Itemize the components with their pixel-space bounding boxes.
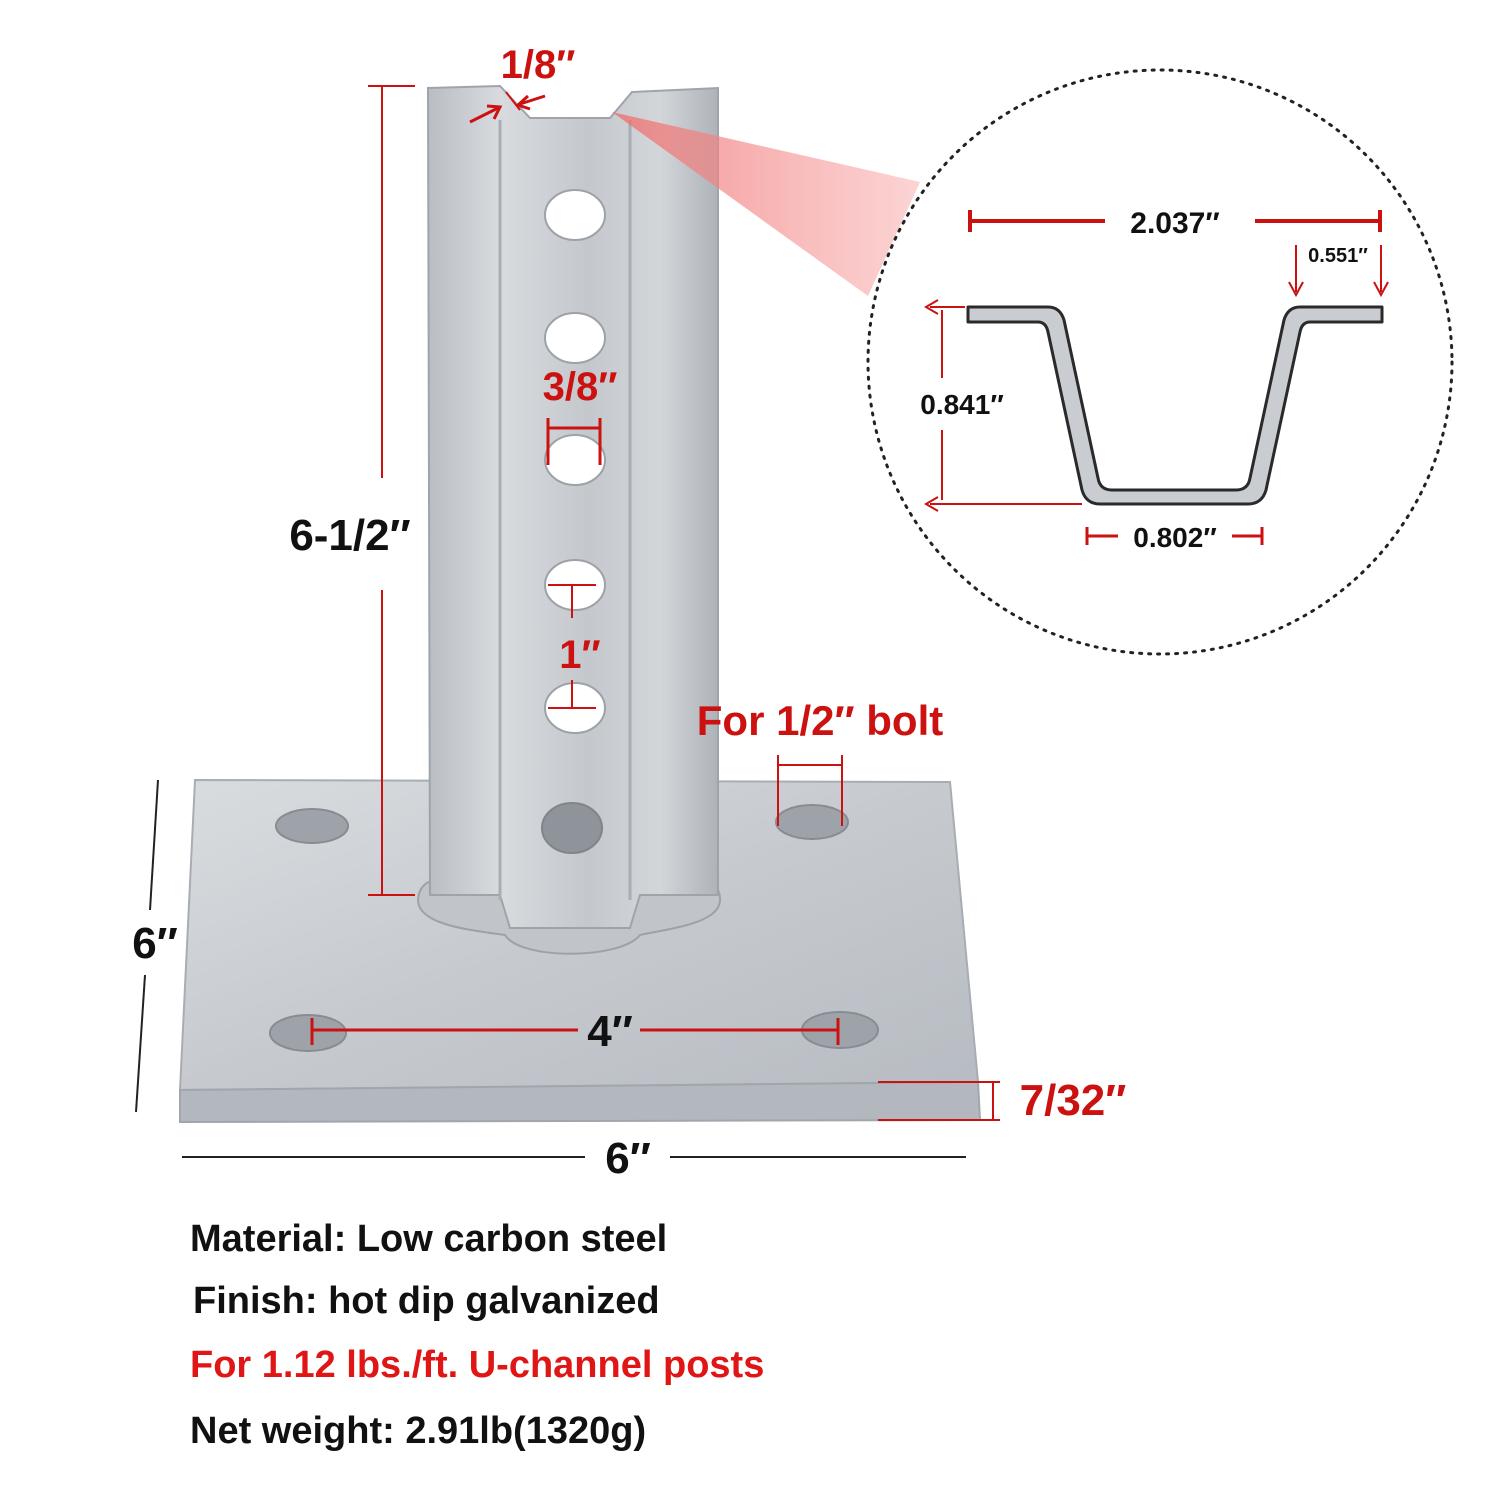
u-channel-profile	[966, 305, 1384, 506]
spec-net-weight: Net weight: 2.91lb(1320g)	[190, 1410, 647, 1452]
profile-flange-dimension: 0.551″	[1288, 245, 1389, 298]
plate-bolt-hole	[275, 808, 349, 844]
plate-width-label: 6″	[605, 1134, 651, 1183]
hole-spacing-dimension: 1″	[548, 584, 601, 709]
spec-compatibility: For 1.12 lbs./ft. U-channel posts	[190, 1344, 765, 1386]
hole-spacing-label: 1″	[559, 633, 600, 677]
post-hole	[541, 802, 603, 854]
plate-thickness-dimension: 7/32″	[878, 1076, 1126, 1125]
bolt-size-dimension: For 1/2″ bolt	[697, 697, 943, 826]
bolt-size-label: For 1/2″ bolt	[697, 697, 943, 744]
post-height-dimension: 6-1/2″	[289, 85, 415, 896]
profile-bottom-width-label: 0.802″	[1133, 522, 1216, 553]
plate-bolt-hole	[269, 1014, 347, 1052]
plate-depth-dimension: 6″	[132, 779, 178, 1113]
post-height-label: 6-1/2″	[289, 511, 410, 560]
bolt-spacing-dimension: 4″	[310, 1007, 840, 1056]
plate-thickness-label: 7/32″	[1020, 1076, 1127, 1125]
post-hole	[544, 312, 606, 364]
bolt-spacing-label: 4″	[587, 1007, 633, 1056]
plate-depth-label: 6″	[132, 919, 178, 968]
hole-diameter-dimension: 3/8″	[543, 365, 618, 465]
spec-material: Material: Low carbon steel	[190, 1218, 668, 1260]
post-hole	[544, 189, 606, 241]
profile-top-width-label: 2.037″	[1130, 207, 1219, 240]
plate-bolt-hole	[775, 804, 849, 840]
wall-thickness-label: 1/8″	[501, 43, 576, 87]
u-channel-post	[416, 84, 722, 955]
spec-finish: Finish: hot dip galvanized	[193, 1280, 660, 1322]
profile-flange-label: 0.551″	[1308, 245, 1368, 267]
wall-thickness-dimension: 1/8″	[469, 43, 576, 124]
profile-top-width-dimension: 2.037″	[968, 207, 1382, 240]
magnifier-beam	[612, 112, 920, 296]
profile-depth-label: 0.841″	[920, 389, 1003, 420]
hole-diameter-label: 3/8″	[543, 365, 618, 409]
plate-width-dimension: 6″	[182, 1134, 966, 1183]
profile-detail-circle	[866, 68, 1454, 656]
profile-depth-dimension: 0.841″	[920, 299, 1082, 512]
profile-bottom-width-dimension: 0.802″	[1085, 522, 1264, 553]
post-hole	[544, 434, 606, 486]
